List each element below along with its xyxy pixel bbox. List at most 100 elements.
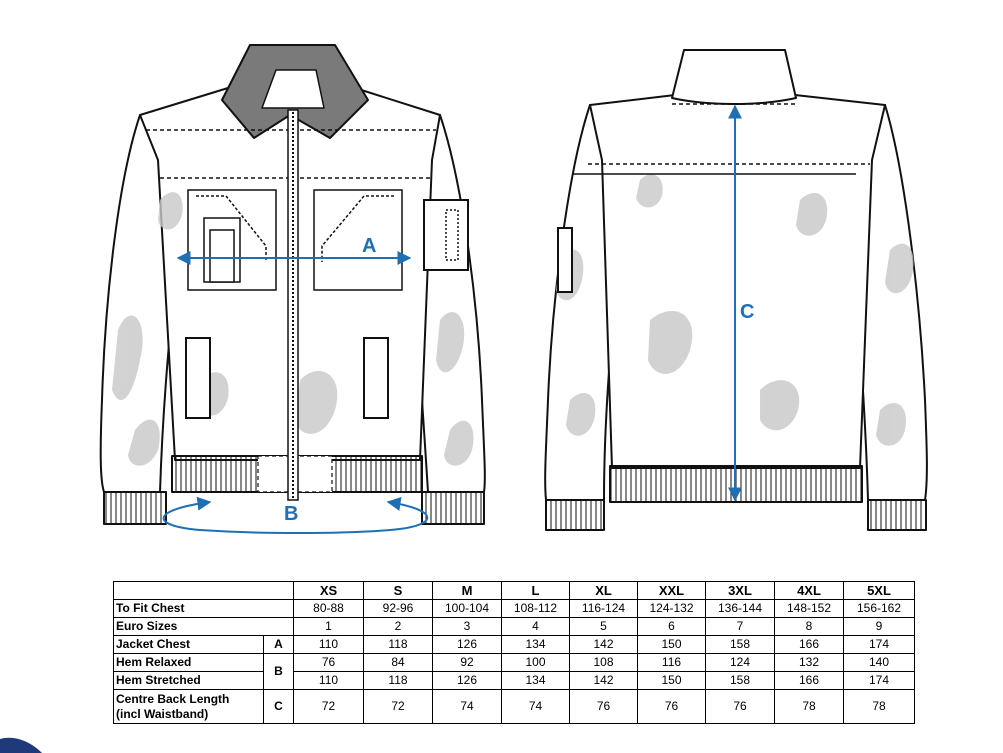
table-cell: 78 — [843, 689, 915, 724]
back-left-cuff — [545, 499, 605, 531]
table-cell: 110 — [293, 671, 364, 690]
jacket-back-view — [544, 49, 928, 531]
table-cell: 84 — [363, 653, 433, 672]
table-cell: 6 — [637, 617, 706, 636]
back-collar — [671, 49, 797, 105]
front-right-hand-pocket — [363, 337, 389, 419]
table-cell: 136-144 — [705, 599, 775, 618]
table-cell: 158 — [705, 635, 775, 654]
table-cell: 116-124 — [569, 599, 638, 618]
front-left-cuff — [103, 491, 167, 525]
table-cell: 124 — [705, 653, 775, 672]
table-cell: 158 — [705, 671, 775, 690]
table-cell: 142 — [569, 635, 638, 654]
header-corner-cell — [113, 581, 294, 600]
table-cell: 100-104 — [432, 599, 502, 618]
table-cell: 7 — [705, 617, 775, 636]
table-cell: 166 — [774, 635, 844, 654]
table-cell: 124-132 — [637, 599, 706, 618]
table-cell: 4 — [501, 617, 570, 636]
row-label-line2: (incl Waistband) — [116, 706, 209, 721]
row-label: Centre Back Length (incl Waistband) — [113, 689, 264, 724]
front-sleeve-pocket — [423, 199, 469, 271]
table-cell: 76 — [637, 689, 706, 724]
back-sleeve-pocket — [557, 227, 573, 293]
table-row: To Fit Chest 80-88 92-96 100-104 108-112… — [113, 599, 915, 618]
row-label: Hem Stretched — [113, 671, 264, 690]
back-right-cuff — [867, 499, 927, 531]
row-label: To Fit Chest — [113, 599, 294, 618]
table-cell: 72 — [293, 689, 364, 724]
table-row: Jacket Chest A 110 118 126 134 142 150 1… — [113, 635, 915, 654]
table-cell: 3 — [432, 617, 502, 636]
measure-b-label: B — [284, 503, 298, 525]
table-cell: 150 — [637, 635, 706, 654]
size-header: S — [363, 581, 433, 600]
front-zipper — [287, 109, 299, 501]
size-header: XS — [293, 581, 364, 600]
front-right-cuff — [421, 491, 485, 525]
row-label-line1: Centre Back Length — [116, 691, 230, 706]
table-cell: 174 — [843, 635, 915, 654]
table-cell: 140 — [843, 653, 915, 672]
table-cell: 108 — [569, 653, 638, 672]
table-cell: 74 — [432, 689, 502, 724]
size-chart-table: XS S M L XL XXL 3XL 4XL 5XL To Fit Chest… — [113, 581, 915, 724]
measure-code: A — [263, 635, 294, 654]
back-body — [589, 94, 886, 469]
table-row: Euro Sizes 1 2 3 4 5 6 7 8 9 — [113, 617, 915, 636]
table-cell: 8 — [774, 617, 844, 636]
table-row: Centre Back Length (incl Waistband) C 72… — [113, 689, 915, 724]
measure-b-arrow — [162, 496, 429, 534]
table-cell: 2 — [363, 617, 433, 636]
table-cell: 76 — [293, 653, 364, 672]
corner-brand-wave — [0, 737, 42, 753]
table-cell: 5 — [569, 617, 638, 636]
size-header: 3XL — [705, 581, 775, 600]
table-cell: 116 — [637, 653, 706, 672]
table-cell: 142 — [569, 671, 638, 690]
measure-code: B — [263, 653, 294, 690]
size-header: XXL — [637, 581, 706, 600]
table-cell: 126 — [432, 671, 502, 690]
row-label: Hem Relaxed — [113, 653, 264, 672]
measure-a-label: A — [362, 235, 376, 257]
table-cell: 9 — [843, 617, 915, 636]
table-cell: 76 — [569, 689, 638, 724]
front-right-chest-pocket — [313, 189, 403, 291]
table-cell: 108-112 — [501, 599, 570, 618]
size-header: 5XL — [843, 581, 915, 600]
table-cell: 126 — [432, 635, 502, 654]
row-label: Jacket Chest — [113, 635, 264, 654]
row-label: Euro Sizes — [113, 617, 294, 636]
jacket-illustration: A B C — [99, 44, 928, 534]
table-row: Hem Stretched 110 118 126 134 142 150 15… — [113, 671, 915, 690]
table-cell: 174 — [843, 671, 915, 690]
table-cell: 166 — [774, 671, 844, 690]
table-cell: 110 — [293, 635, 364, 654]
size-header: 4XL — [774, 581, 844, 600]
table-cell: 118 — [363, 671, 433, 690]
table-cell: 156-162 — [843, 599, 915, 618]
table-cell: 134 — [501, 671, 570, 690]
table-row: Hem Relaxed B 76 84 92 100 108 116 124 1… — [113, 653, 915, 690]
table-cell: 134 — [501, 635, 570, 654]
table-cell: 74 — [501, 689, 570, 724]
table-cell: 100 — [501, 653, 570, 672]
table-cell: 118 — [363, 635, 433, 654]
table-cell: 78 — [774, 689, 844, 724]
table-cell: 150 — [637, 671, 706, 690]
table-cell: 92-96 — [363, 599, 433, 618]
table-cell: 92 — [432, 653, 502, 672]
table-cell: 148-152 — [774, 599, 844, 618]
table-cell: 80-88 — [293, 599, 364, 618]
table-cell: 1 — [293, 617, 364, 636]
front-left-hand-pocket — [185, 337, 211, 419]
table-cell: 72 — [363, 689, 433, 724]
measure-code: C — [263, 689, 294, 724]
size-header: M — [432, 581, 502, 600]
table-cell: 76 — [705, 689, 775, 724]
size-header: L — [501, 581, 570, 600]
size-header-row: XS S M L XL XXL 3XL 4XL 5XL — [113, 581, 915, 600]
size-header: XL — [569, 581, 638, 600]
